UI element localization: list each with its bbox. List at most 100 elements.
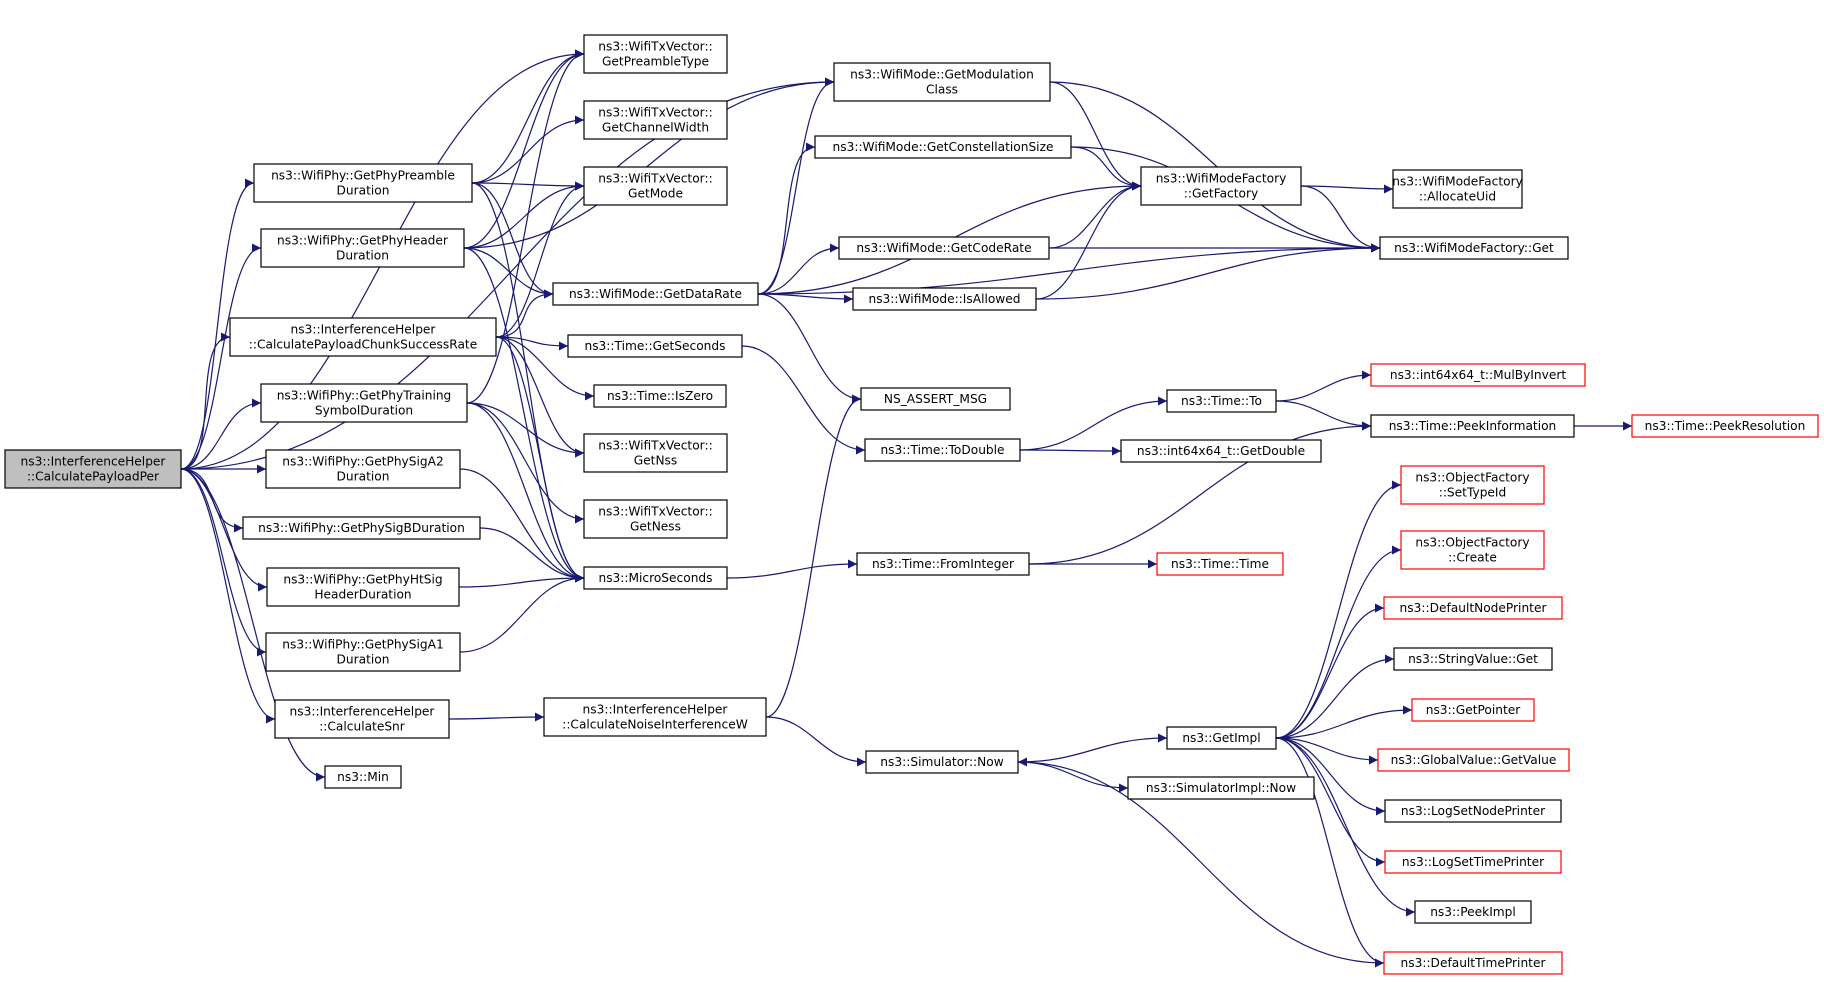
node-label: ns3::StringValue::Get — [1408, 652, 1538, 666]
node-getImpl[interactable]: ns3::GetImpl — [1166, 726, 1277, 750]
edge-modClass-to-factoryGet — [1049, 81, 1142, 191]
node-label: ::CalculateSnr — [319, 720, 406, 734]
node-box — [1127, 776, 1315, 800]
node-label: ns3::Time::PeekResolution — [1645, 419, 1806, 433]
node-label: ns3::WifiMode::GetDataRate — [569, 287, 742, 301]
node-micro[interactable]: ns3::MicroSeconds — [583, 566, 728, 590]
edge-chunkRate-to-getMode — [495, 181, 585, 338]
node-getSeconds[interactable]: ns3::Time::GetSeconds — [567, 334, 743, 358]
node-label: ns3::LogSetNodePrinter — [1401, 804, 1546, 818]
edge-trainDur-to-getNess — [466, 402, 585, 524]
node-constSize[interactable]: ns3::WifiMode::GetConstellationSize — [814, 135, 1072, 159]
edge-chunkRate-to-dataRate — [495, 289, 554, 338]
node-box — [856, 552, 1030, 576]
edge-headerDur-to-modClass — [463, 77, 835, 249]
node-i64GetDouble[interactable]: ns3::int64x64_t::GetDouble — [1120, 439, 1322, 463]
node-wmfGet[interactable]: ns3::WifiModeFactory::Get — [1379, 236, 1569, 260]
node-box — [543, 697, 767, 737]
edge-dataRate-to-assertMsg — [757, 293, 862, 404]
node-isAllowed[interactable]: ns3::WifiMode::IsAllowed — [852, 287, 1037, 311]
edge-sigA2-to-micro — [459, 468, 585, 583]
node-dataRate[interactable]: ns3::WifiMode::GetDataRate — [552, 282, 759, 306]
edge-noiseW-to-assertMsg — [765, 394, 862, 718]
node-isZero[interactable]: ns3::Time::IsZero — [593, 384, 727, 408]
node-box — [4, 449, 182, 489]
node-preambleType[interactable]: ns3::WifiTxVector::GetPreambleType — [583, 34, 728, 74]
node-defNodePrinter[interactable]: ns3::DefaultNodePrinter — [1383, 596, 1563, 620]
node-label: ns3::ObjectFactory — [1415, 536, 1529, 550]
node-peekImpl[interactable]: ns3::PeekImpl — [1414, 900, 1532, 924]
edge-chunkRate-to-isZero — [495, 336, 595, 401]
node-label: ::CalculatePayloadChunkSuccessRate — [249, 338, 477, 352]
node-getNess[interactable]: ns3::WifiTxVector::GetNess — [583, 499, 728, 539]
edge-isAllowed-to-factoryGet — [1035, 181, 1142, 300]
node-fromInteger[interactable]: ns3::Time::FromInteger — [856, 552, 1030, 576]
node-label: ns3::Time::IsZero — [607, 389, 713, 403]
node-trainDur[interactable]: ns3::WifiPhy::GetPhyTrainingSymbolDurati… — [260, 383, 468, 423]
node-factoryGet[interactable]: ns3::WifiModeFactory::GetFactory — [1140, 166, 1302, 206]
node-box — [1120, 439, 1322, 463]
edge-noiseW-to-simNow — [765, 716, 867, 767]
node-box — [1393, 647, 1553, 671]
node-label: ns3::InterferenceHelper — [583, 703, 729, 717]
edge-chunkRate-to-getNss — [495, 336, 585, 458]
node-logTimePrinter[interactable]: ns3::LogSetTimePrinter — [1384, 850, 1562, 874]
node-ofCreate[interactable]: ns3::ObjectFactory::Create — [1400, 530, 1545, 570]
node-box — [324, 765, 402, 789]
node-noiseW[interactable]: ns3::InterferenceHelper::CalculateNoiseI… — [543, 697, 767, 737]
node-label: Duration — [337, 653, 390, 667]
node-defTimePrinter[interactable]: ns3::DefaultTimePrinter — [1383, 951, 1563, 975]
node-box — [583, 499, 728, 539]
node-label: ns3::WifiPhy::GetPhySigA1 — [282, 638, 443, 652]
node-sigB[interactable]: ns3::WifiPhy::GetPhySigBDuration — [242, 516, 481, 540]
node-timeTo[interactable]: ns3::Time::To — [1166, 389, 1277, 413]
node-globalGet[interactable]: ns3::GlobalValue::GetValue — [1377, 748, 1570, 772]
node-chunkRate[interactable]: ns3::InterferenceHelper::CalculatePayloa… — [229, 317, 497, 357]
node-box — [552, 282, 759, 306]
node-timeTime[interactable]: ns3::Time::Time — [1156, 552, 1284, 576]
node-peekRes[interactable]: ns3::Time::PeekResolution — [1631, 414, 1819, 438]
node-channelWidth[interactable]: ns3::WifiTxVector::GetChannelWidth — [583, 100, 728, 140]
node-peekInfo[interactable]: ns3::Time::PeekInformation — [1370, 414, 1575, 438]
edge-preambleDur-to-channelWidth — [471, 115, 585, 184]
edge-factoryGet-to-allocUid — [1300, 184, 1394, 194]
node-getMode[interactable]: ns3::WifiTxVector::GetMode — [583, 166, 728, 206]
node-stringGet[interactable]: ns3::StringValue::Get — [1393, 647, 1553, 671]
node-assertMsg[interactable]: NS_ASSERT_MSG — [860, 387, 1011, 411]
edge-simNow-to-getImpl — [1017, 733, 1168, 763]
node-label: ns3::WifiPhy::GetPhySigBDuration — [258, 521, 465, 535]
node-min[interactable]: ns3::Min — [324, 765, 402, 789]
node-mulByInvert[interactable]: ns3::int64x64_t::MulByInvert — [1370, 363, 1586, 387]
node-simNow[interactable]: ns3::Simulator::Now — [865, 750, 1019, 774]
edge-factoryGet-to-wmfGet — [1300, 185, 1381, 253]
node-logNodePrinter[interactable]: ns3::LogSetNodePrinter — [1384, 799, 1562, 823]
node-setTypeId[interactable]: ns3::ObjectFactory::SetTypeId — [1400, 465, 1545, 505]
node-codeRate[interactable]: ns3::WifiMode::GetCodeRate — [838, 236, 1050, 260]
edge-trainDur-to-micro — [466, 402, 585, 583]
edge-preambleDur-to-getMode — [471, 181, 585, 191]
node-getPointer[interactable]: ns3::GetPointer — [1411, 698, 1535, 722]
node-root[interactable]: ns3::InterferenceHelper::CalculatePayloa… — [4, 449, 182, 489]
node-allocUid[interactable]: ns3::WifiModeFactory::AllocateUid — [1392, 169, 1523, 209]
edge-getImpl-to-defTimePrinter — [1275, 737, 1385, 968]
edge-root-to-sigA1 — [180, 468, 267, 657]
node-label: ns3::DefaultTimePrinter — [1401, 956, 1547, 970]
edge-getImpl-to-defNodePrinter — [1275, 603, 1385, 739]
node-box — [1370, 363, 1586, 387]
node-label: ns3::WifiModeFactory — [1156, 172, 1287, 186]
node-label: ns3::WifiTxVector:: — [598, 106, 712, 120]
edge-headerDur-to-micro — [463, 247, 585, 583]
node-label: ::CalculateNoiseInterferenceW — [562, 718, 748, 732]
node-toDouble[interactable]: ns3::Time::ToDouble — [864, 438, 1021, 462]
edge-modClass-to-wmfGet — [1049, 81, 1381, 253]
node-box — [266, 567, 460, 607]
node-getNss[interactable]: ns3::WifiTxVector::GetNss — [583, 433, 728, 473]
node-simImplNow[interactable]: ns3::SimulatorImpl::Now — [1127, 776, 1315, 800]
node-calcSnr[interactable]: ns3::InterferenceHelper::CalculateSnr — [274, 699, 450, 739]
